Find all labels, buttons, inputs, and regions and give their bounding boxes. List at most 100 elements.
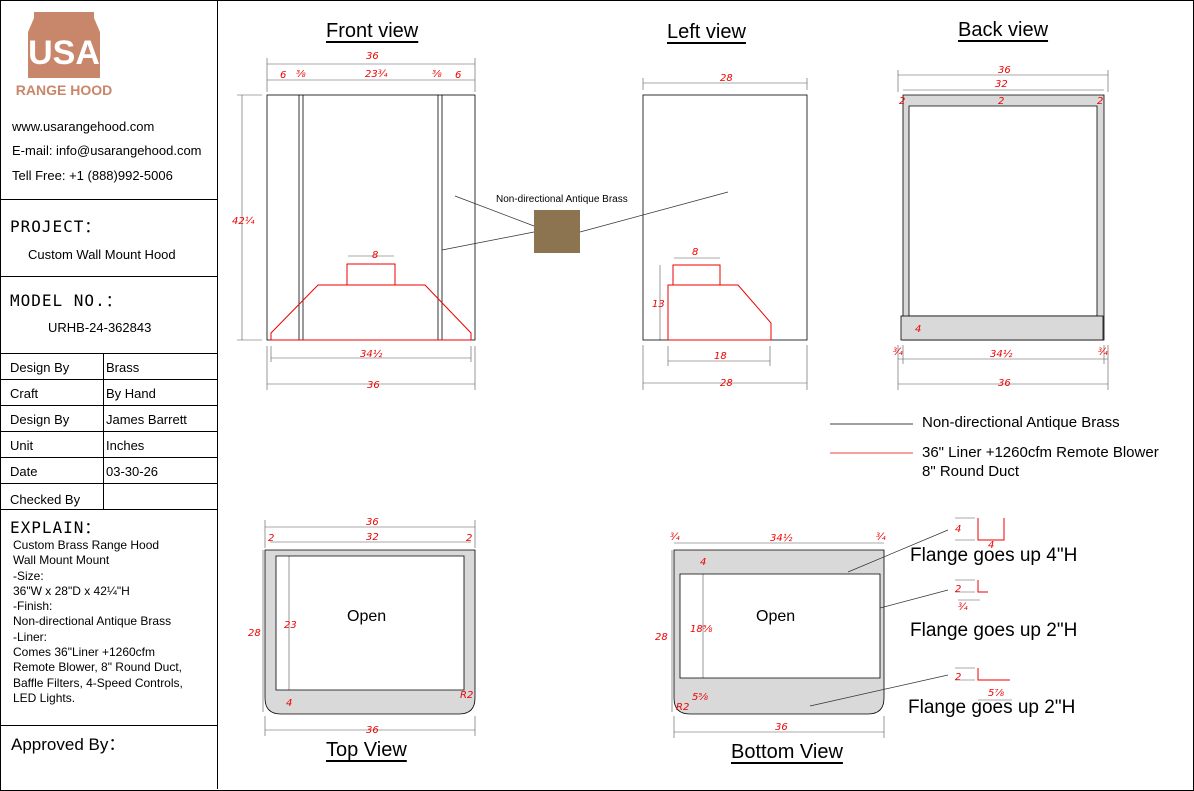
svg-text:23¾: 23¾ (365, 69, 388, 80)
legend-duct: 8" Round Duct (922, 463, 1020, 480)
svg-text:23: 23 (284, 620, 297, 631)
svg-text:5⅝: 5⅝ (692, 692, 708, 703)
svg-text:¾: ¾ (958, 602, 968, 613)
top-view-title: Top View (326, 739, 407, 761)
spec-row: Design By Brass (0, 354, 217, 380)
svg-text:6: 6 (280, 70, 286, 81)
spec-row: Unit Inches (0, 432, 217, 458)
website-text: www.usarangehood.com (12, 119, 155, 134)
antique-brass-swatch (534, 210, 580, 253)
svg-text:¾: ¾ (1098, 347, 1108, 358)
svg-text:36: 36 (366, 51, 379, 62)
svg-text:5⅞: 5⅞ (988, 688, 1004, 699)
back-view-title: Back view (958, 19, 1049, 41)
project-label: PROJECT： (10, 217, 102, 236)
svg-text:6: 6 (455, 70, 461, 81)
svg-text:28: 28 (720, 73, 733, 84)
svg-text:28: 28 (720, 378, 733, 389)
spec-key: Date (10, 464, 38, 479)
svg-text:36: 36 (367, 380, 380, 391)
divider (0, 353, 217, 354)
spec-key: Design By (10, 360, 70, 375)
legend-brass: Non-directional Antique Brass (922, 414, 1120, 431)
svg-text:36: 36 (998, 378, 1011, 389)
spec-value: Brass (106, 360, 140, 375)
title-block: USA RANGE HOOD www.usarangehood.com E-ma… (0, 0, 218, 789)
svg-text:4: 4 (700, 557, 706, 568)
svg-text:28: 28 (655, 632, 668, 643)
svg-text:36: 36 (366, 517, 379, 528)
spec-row: Date 03-30-26 (0, 458, 217, 484)
flange-note-1: Flange goes up 4"H (910, 545, 1078, 566)
svg-text:2: 2 (998, 96, 1004, 107)
svg-text:4: 4 (955, 524, 961, 535)
swatch-label: Non-directional Antique Brass (496, 194, 628, 205)
svg-text:8: 8 (692, 247, 698, 258)
svg-text:32: 32 (366, 532, 379, 543)
svg-text:34½: 34½ (990, 348, 1013, 360)
legend-liner: 36" Liner +1260cfm Remote Blower (922, 444, 1159, 461)
svg-text:2: 2 (955, 584, 961, 595)
svg-text:RANGE HOOD: RANGE HOOD (16, 82, 112, 98)
svg-text:R2: R2 (676, 702, 689, 713)
left-view-title: Left view (667, 21, 746, 43)
svg-text:2: 2 (1097, 96, 1103, 107)
svg-text:34½: 34½ (360, 348, 383, 360)
svg-text:36: 36 (366, 725, 379, 736)
svg-text:⅜: ⅜ (432, 69, 442, 80)
divider (0, 276, 217, 277)
svg-text:¾: ¾ (876, 532, 886, 543)
divider (0, 725, 217, 726)
svg-text:18: 18 (714, 351, 727, 362)
project-value: Custom Wall Mount Hood (28, 247, 176, 262)
svg-text:32: 32 (995, 79, 1008, 90)
spec-row: Checked By (0, 484, 217, 510)
svg-text:2: 2 (268, 533, 274, 544)
svg-text:¾: ¾ (893, 347, 903, 358)
spec-key: Checked By (10, 492, 81, 507)
spec-value: Inches (106, 438, 145, 453)
model-value: URHB-24-362843 (48, 320, 152, 335)
bottom-view-title: Bottom View (731, 741, 843, 763)
svg-text:36: 36 (998, 65, 1011, 76)
svg-text:28: 28 (248, 628, 261, 639)
svg-text:¾: ¾ (670, 532, 680, 543)
spec-value: By Hand (106, 386, 156, 401)
model-label: MODEL NO.： (10, 291, 123, 310)
svg-text:13: 13 (652, 299, 665, 310)
approved-by-label: Approved By： (11, 735, 126, 754)
svg-text:36: 36 (775, 722, 788, 733)
svg-text:2: 2 (955, 672, 961, 683)
flange-note-3: Flange goes up 2"H (908, 697, 1076, 718)
explain-text: Custom Brass Range Hood Wall Mount Mount… (13, 538, 183, 705)
email-text: E-mail: info@usarangehood.com (12, 143, 202, 158)
spec-key: Unit (10, 438, 34, 453)
spec-value: James Barrett (106, 412, 187, 427)
usa-range-hood-logo: USA RANGE HOOD (16, 12, 112, 98)
svg-text:2: 2 (899, 96, 905, 107)
spec-row: Craft By Hand (0, 380, 217, 406)
divider (0, 199, 217, 200)
svg-text:8: 8 (372, 250, 378, 261)
bottom-open-label: Open (756, 608, 796, 625)
explain-label: EXPLAIN： (10, 518, 102, 537)
front-view-title: Front view (326, 20, 419, 42)
svg-text:2: 2 (466, 533, 472, 544)
svg-text:USA: USA (28, 34, 100, 72)
spec-value: 03-30-26 (106, 464, 159, 479)
svg-text:34½: 34½ (770, 532, 793, 544)
svg-text:4: 4 (286, 698, 292, 709)
spec-key: Craft (10, 386, 39, 401)
svg-text:18⅝: 18⅝ (690, 624, 713, 635)
svg-text:4: 4 (915, 324, 921, 335)
phone-text: Tell Free: +1 (888)992-5006 (12, 168, 173, 183)
flange-note-2: Flange goes up 2"H (910, 620, 1078, 641)
svg-text:4: 4 (988, 540, 994, 551)
svg-text:⅜: ⅜ (296, 69, 306, 80)
spec-row: Design By James Barrett (0, 406, 217, 432)
top-open-label: Open (347, 608, 387, 625)
svg-text:R2: R2 (460, 690, 473, 701)
spec-key: Design By (10, 412, 70, 427)
svg-text:42¼: 42¼ (232, 215, 255, 227)
